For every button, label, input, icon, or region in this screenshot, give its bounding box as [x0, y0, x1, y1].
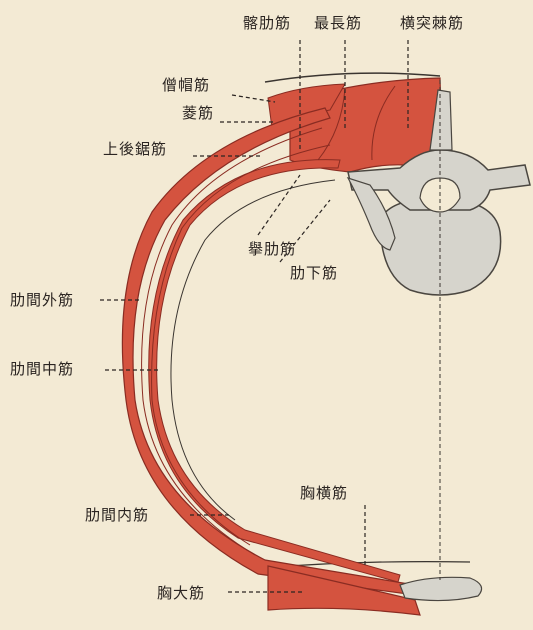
label-longissimus: 最長筋 — [314, 14, 362, 32]
label-levatores-costarum: 擧肋筋 — [248, 240, 296, 258]
label-serratus-posterior-superior: 上後鋸筋 — [103, 140, 167, 158]
label-pectoralis-major: 胸大筋 — [157, 584, 205, 602]
label-internal-intercostal: 肋間中筋 — [10, 360, 74, 378]
label-innermost-intercostal: 肋間内筋 — [85, 506, 149, 524]
pleura-line — [171, 180, 335, 520]
label-rhomboid: 菱筋 — [182, 104, 214, 122]
label-iliocostalis: 髂肋筋 — [243, 14, 291, 32]
label-transversus-thoracis: 胸横筋 — [300, 484, 348, 502]
label-subcostales: 肋下筋 — [290, 264, 338, 282]
label-trapezius: 僧帽筋 — [162, 76, 210, 94]
label-transversospinalis: 横突棘筋 — [400, 14, 464, 32]
sternum — [400, 577, 482, 600]
label-external-intercostal: 肋間外筋 — [10, 291, 74, 309]
